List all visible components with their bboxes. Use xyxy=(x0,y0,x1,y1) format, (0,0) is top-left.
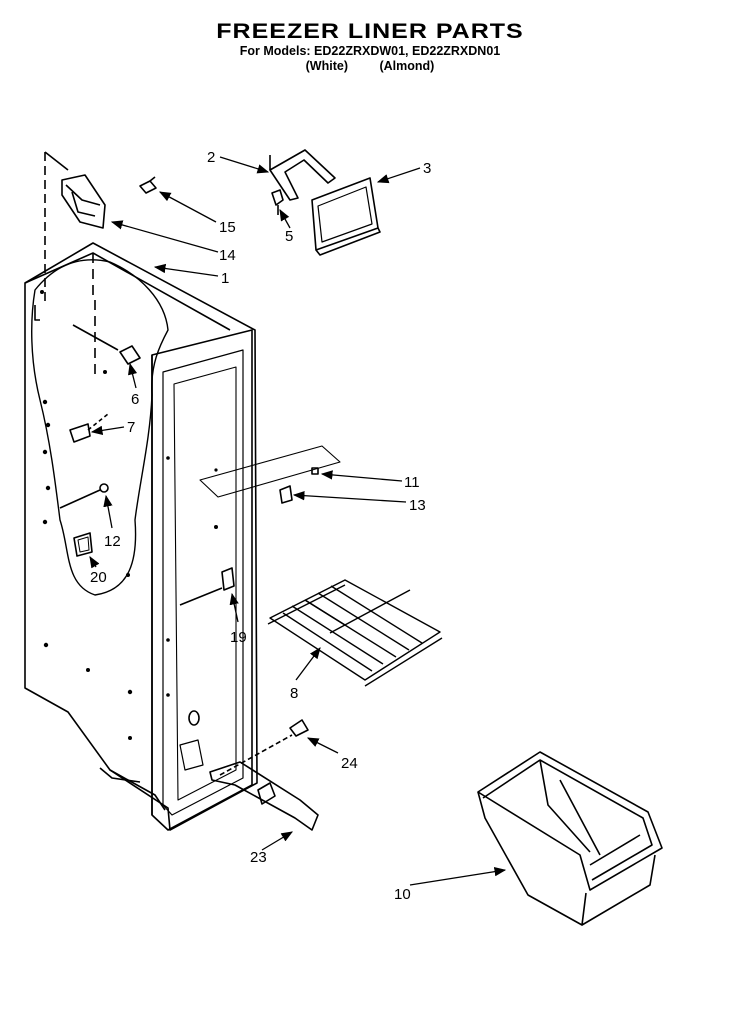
clip-part-6 xyxy=(72,324,141,365)
callout-2: 2 xyxy=(207,149,215,166)
callout-labels: 1 2 3 5 6 7 8 10 11 12 13 14 15 19 20 23… xyxy=(90,149,431,903)
callout-15: 15 xyxy=(219,219,236,236)
variant-white: (White) xyxy=(305,59,348,73)
bottom-bracket-part-23 xyxy=(209,761,319,831)
bracket-part-2 xyxy=(269,149,336,201)
callout-1: 1 xyxy=(221,270,229,287)
model-numbers: For Models: ED22ZRXDW01, ED22ZRXDN01 xyxy=(239,44,501,58)
diagram-header: FREEZER LINER PARTS For Models: ED22ZRXD… xyxy=(0,18,740,74)
page-title: FREEZER LINER PARTS xyxy=(216,19,524,43)
top-bracket-part-14 xyxy=(61,174,106,229)
color-variants: (White) (Almond) xyxy=(0,59,740,74)
screw-part-5 xyxy=(271,189,284,215)
callout-11: 11 xyxy=(404,474,420,491)
callout-13: 13 xyxy=(409,497,426,514)
wire-shelf-part-8 xyxy=(267,579,443,687)
leader-lines xyxy=(89,156,507,886)
callout-24: 24 xyxy=(341,755,358,772)
tray-part-3 xyxy=(311,177,381,256)
callout-14: 14 xyxy=(219,247,236,264)
bracket-part-20 xyxy=(73,532,93,557)
callout-10: 10 xyxy=(394,886,411,903)
clip-part-19 xyxy=(179,567,235,606)
ice-bin-part-10 xyxy=(477,751,663,926)
clip-part-13 xyxy=(279,485,293,504)
screw-part-24 xyxy=(219,719,309,776)
callout-12: 12 xyxy=(104,533,121,550)
callout-23: 23 xyxy=(250,849,267,866)
bracket-part-7 xyxy=(69,413,109,443)
screw-part-15 xyxy=(139,176,157,194)
callout-8: 8 xyxy=(290,685,298,702)
callout-6: 6 xyxy=(131,391,139,408)
plate-part-11 xyxy=(199,445,341,498)
callout-19: 19 xyxy=(230,629,247,646)
callout-3: 3 xyxy=(423,160,431,177)
screw-part-12 xyxy=(59,483,109,509)
freezer-liner xyxy=(24,151,258,831)
callout-7: 7 xyxy=(127,419,135,436)
callout-20: 20 xyxy=(90,569,107,586)
callout-5: 5 xyxy=(285,228,293,245)
variant-almond: (Almond) xyxy=(379,59,435,73)
